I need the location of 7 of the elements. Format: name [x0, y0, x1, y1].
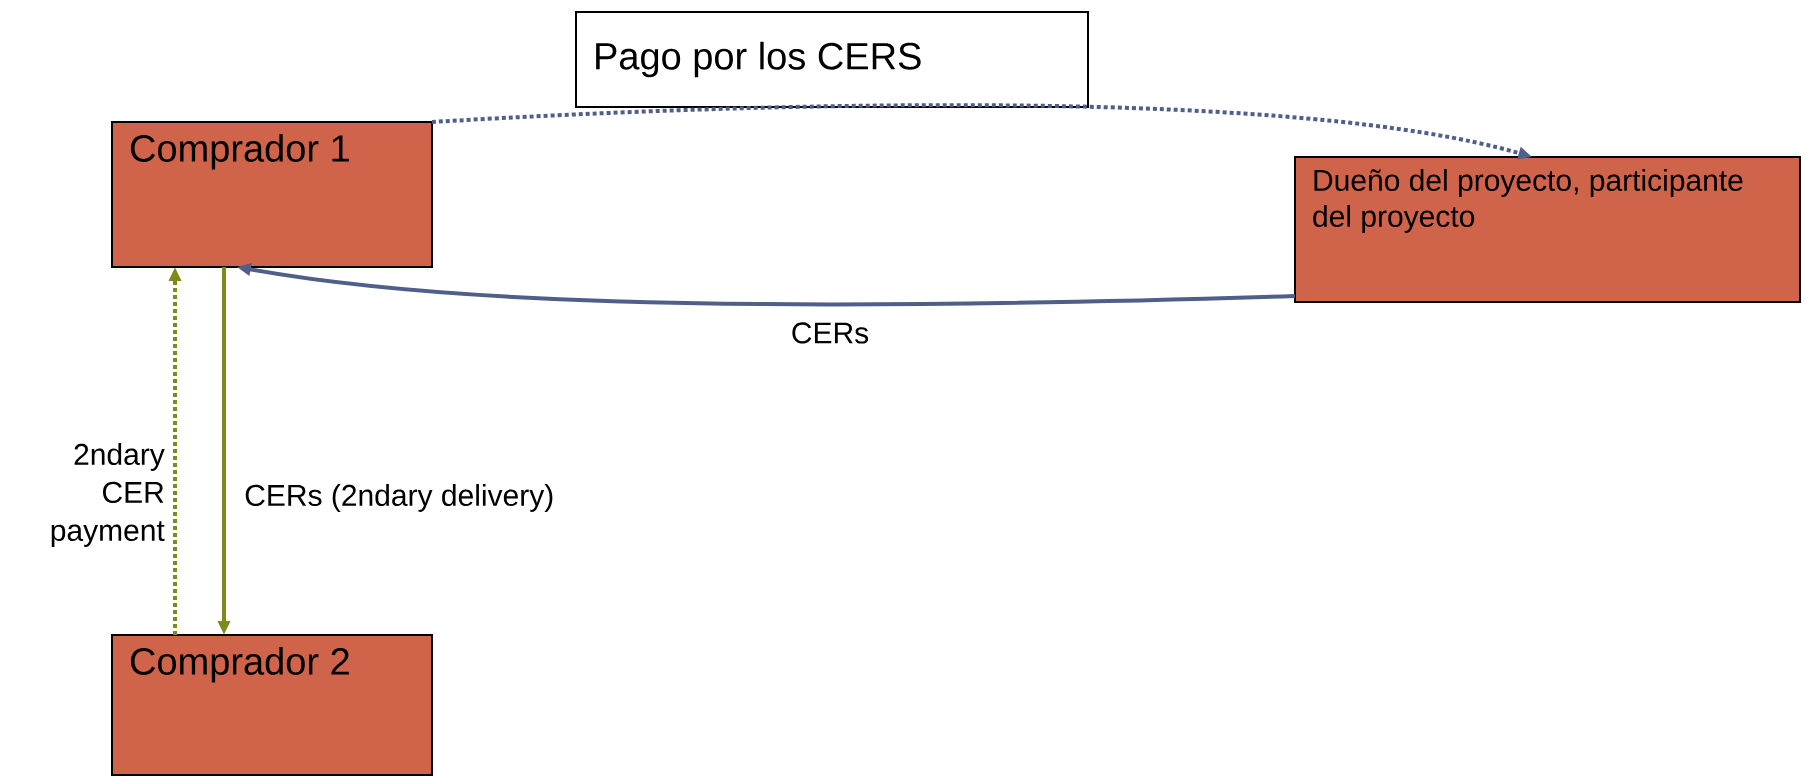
project-owner-box: Dueño del proyecto, participante del proyecto [1294, 156, 1801, 303]
buyer-box: Comprador 2 [111, 634, 433, 776]
edge-label: 2ndary CER payment [37, 441, 167, 549]
buyer-box: Comprador 1 [111, 121, 433, 268]
edge-label: CERs (2ndary delivery) [242, 482, 557, 514]
payment-note-box: Pago por los CERS [575, 11, 1089, 108]
edge-label: CERs [788, 320, 872, 346]
